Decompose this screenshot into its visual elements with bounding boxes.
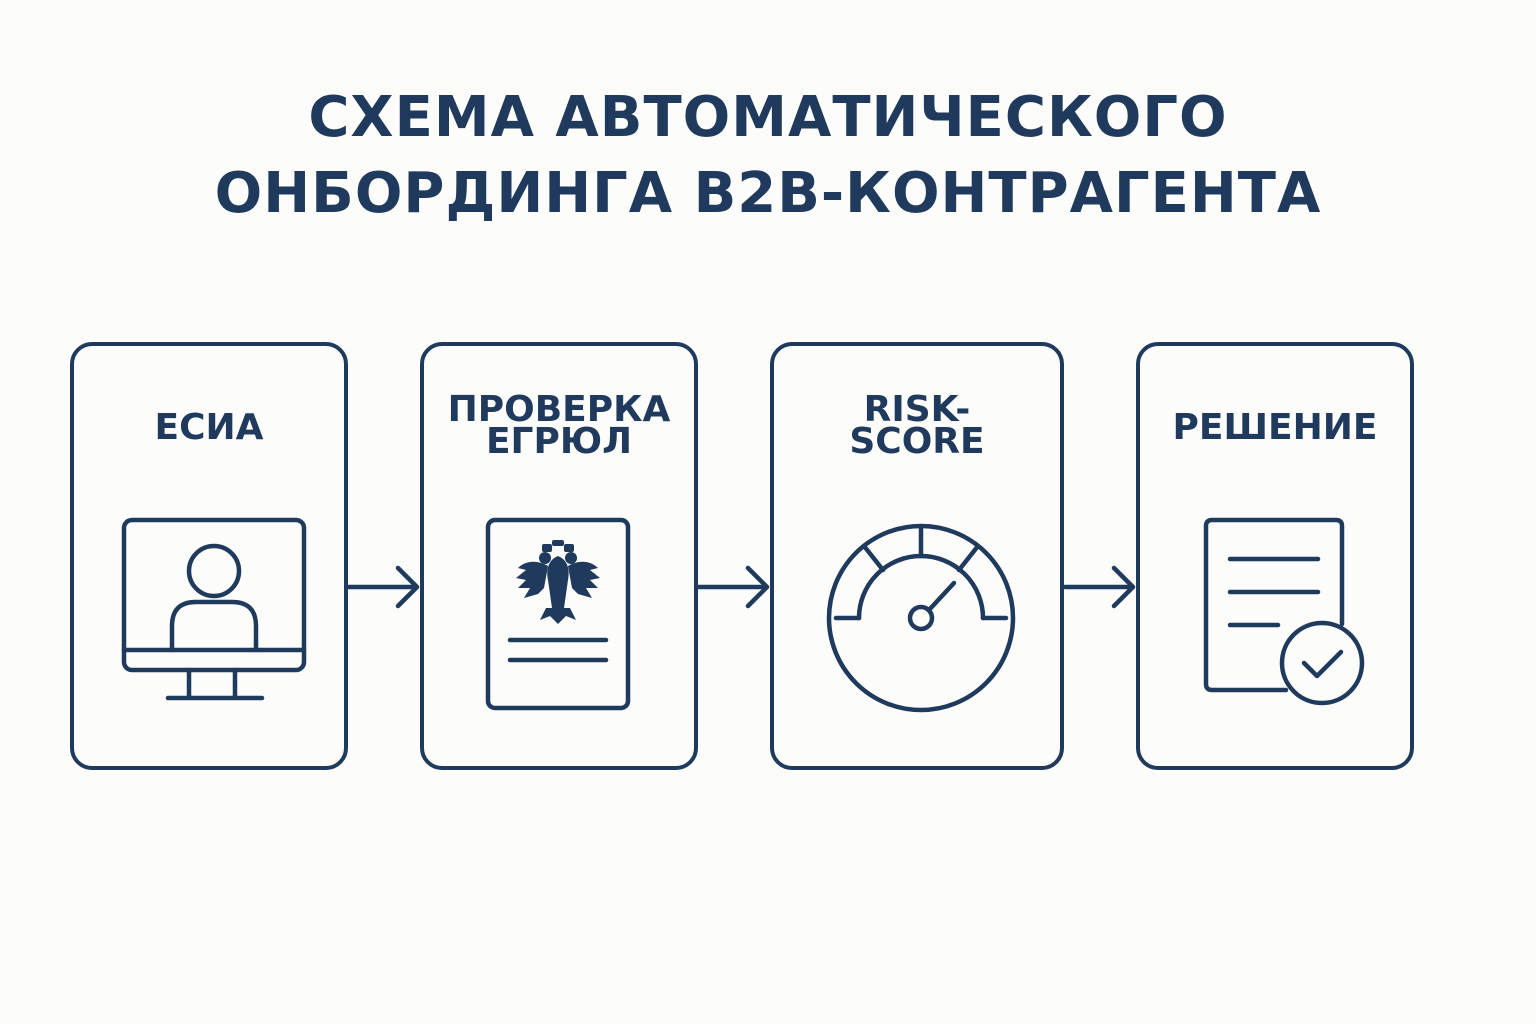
step-card-risk-score: RISK- SCORE	[770, 342, 1064, 770]
step-label-line: RISK-	[863, 389, 971, 430]
step-label-line: РЕШЕНИЕ	[1172, 407, 1378, 448]
step-label: РЕШЕНИЕ	[1140, 407, 1410, 448]
step-label-line: ЕГРЮЛ	[485, 421, 633, 462]
step-label-line: ЕСИА	[154, 407, 264, 448]
user-monitor-icon	[121, 517, 307, 701]
eagle-emblem-icon	[516, 540, 600, 624]
title-line-1: СХЕМА АВТОМАТИЧЕСКОГО	[308, 85, 1228, 150]
arrow-icon	[1062, 565, 1136, 609]
step-label-line: ПРОВЕРКА	[447, 389, 671, 430]
step-label-line: SCORE	[849, 421, 985, 462]
step-card-esia: ЕСИА	[70, 342, 348, 770]
diagram-title: СХЕМА АВТОМАТИЧЕСКОГО ОНБОРДИНГА B2B-КОН…	[0, 80, 1536, 232]
step-card-decision: РЕШЕНИЕ	[1136, 342, 1414, 770]
arrow-icon	[696, 565, 770, 609]
step-card-egrul: ПРОВЕРКА ЕГРЮЛ	[420, 342, 698, 770]
arrow-icon	[346, 565, 420, 609]
step-label: ЕСИА	[74, 407, 344, 448]
step-label: ПРОВЕРКА ЕГРЮЛ	[424, 389, 694, 462]
step-label: RISK- SCORE	[774, 389, 1060, 462]
registry-document-emblem-icon	[485, 517, 631, 711]
title-line-2: ОНБОРДИНГА B2B-КОНТРАГЕНТА	[214, 161, 1322, 226]
approved-document-icon	[1203, 517, 1365, 706]
gauge-icon	[826, 523, 1016, 713]
